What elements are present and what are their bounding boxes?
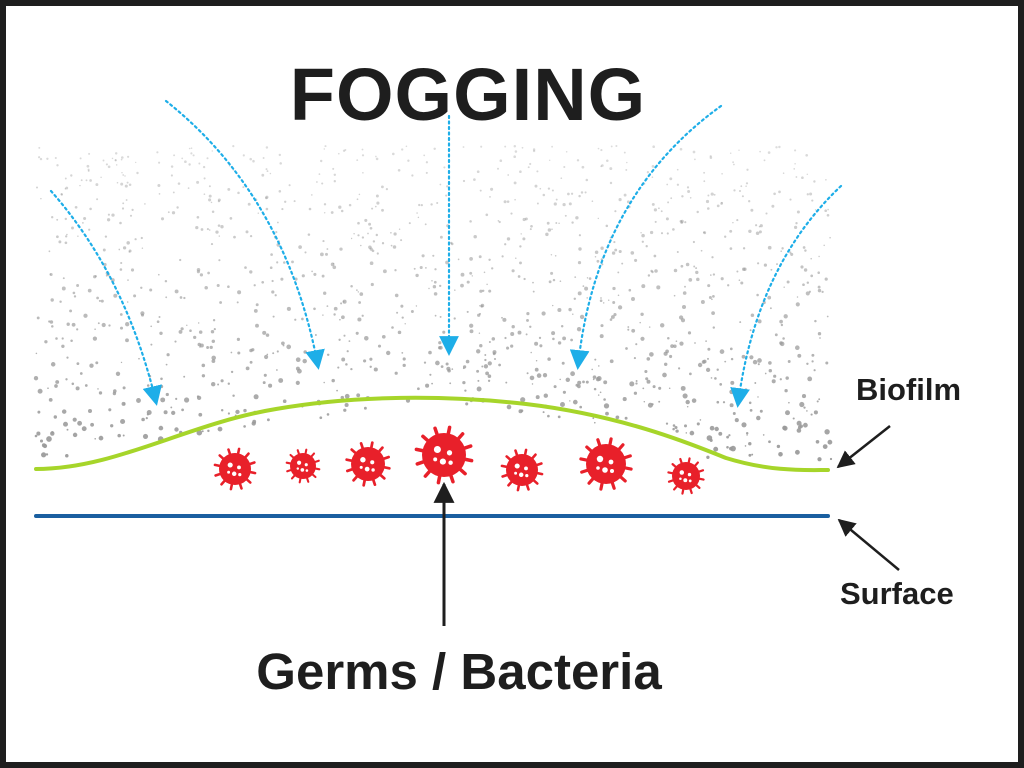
fog-particles [33,144,833,462]
biofilm-layer [34,395,830,473]
biofilm-pointer-arrow [836,425,891,469]
germs-group [213,425,705,495]
surface-pointer-arrow [837,518,900,571]
bacteria-icon [500,448,544,492]
bacteria-icon [579,437,633,491]
germs-bacteria-label: Germs / Bacteria [256,643,662,700]
diagram-title: FOGGING [289,53,647,136]
flow-arrow-icon [164,99,325,370]
surface-label: Surface [840,576,954,611]
bacteria-icon [345,441,391,487]
bacteria-icon [667,457,705,495]
flow-arrow-icon [730,184,843,408]
flow-arrow-icon [569,104,723,370]
bacteria-icon [285,448,321,484]
biofilm-label: Biofilm [856,372,962,407]
fog-flow-arrows [49,99,843,408]
bacteria-icon [414,425,474,485]
fogging-diagram [33,99,900,626]
flow-arrow-icon [49,189,162,406]
bacteria-icon [213,447,257,491]
